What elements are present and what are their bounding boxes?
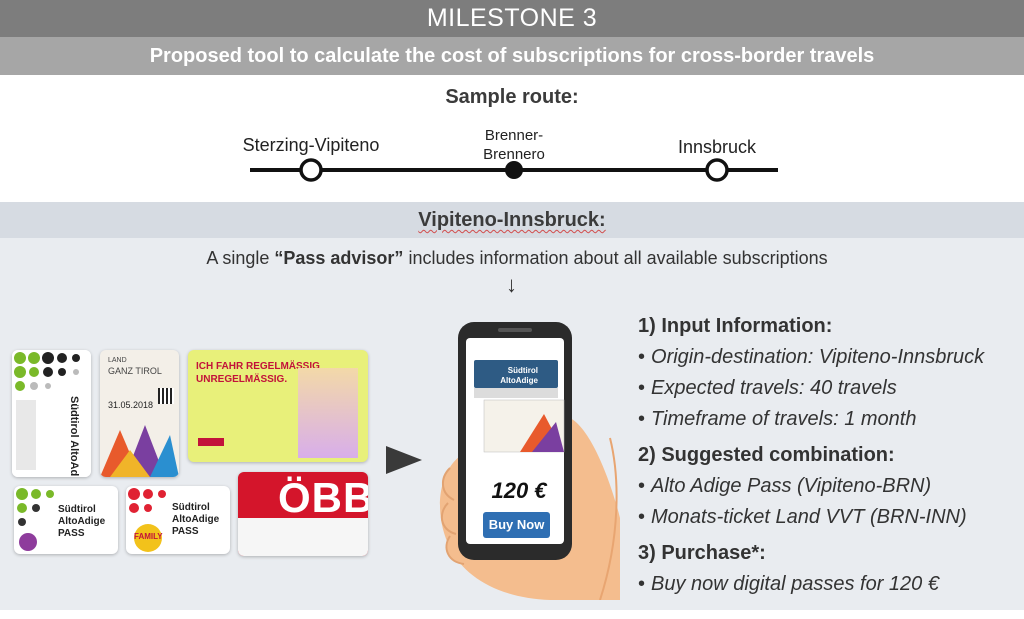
advisor-info-list: 1) Input Information: Origin-destination… xyxy=(638,310,1024,600)
card-brand-text: Südtirol AltoAdige PASS xyxy=(172,502,220,537)
station-sterzing: Sterzing-Vipiteno xyxy=(242,135,380,155)
pass-card-altoadige-family: FAMILY Südtirol AltoAdige PASS xyxy=(126,486,230,554)
card-line-ganz-tirol: GANZ TIROL xyxy=(108,366,162,376)
qr-code-icon xyxy=(158,388,174,404)
app-logo-banner xyxy=(474,360,558,388)
pass-card-altoadige-vertical: Südtirol AltoAdige PASS xyxy=(12,350,91,477)
card-line-land: LAND xyxy=(108,357,127,364)
info-item-monats-ticket: Monats-ticket Land VVT (BRN-INN) xyxy=(638,502,1024,533)
pass-card-obb: ÖBB xyxy=(238,472,368,556)
info-item-altoadige-pass: Alto Adige Pass (Vipiteno-BRN) xyxy=(638,471,1024,502)
station-marker-open xyxy=(705,158,729,182)
arrow-right-icon xyxy=(386,446,422,474)
pass-card-altoadige-abo: Südtirol AltoAdige PASS xyxy=(14,486,118,554)
card-headline-1: ICH FAHR REGELMÄSSIG xyxy=(196,361,320,372)
pass-card-vvt-promo: ICH FAHR REGELMÄSSIG UNREGELMÄSSIG. xyxy=(188,350,368,462)
info-heading-combination: 2) Suggested combination: xyxy=(638,444,895,466)
station-innsbruck: Innsbruck xyxy=(677,137,757,157)
card-headline-2: UNREGELMÄSSIG. xyxy=(196,374,288,385)
triangle-pattern-icon xyxy=(100,425,179,477)
info-heading-input: 1) Input Information: xyxy=(638,315,833,337)
section-title: Vipiteno-Innsbruck: xyxy=(0,202,1024,238)
milestone-title: MILESTONE 3 xyxy=(0,0,1024,37)
app-brand-text: Südtirol AltoAdige xyxy=(500,366,538,385)
traveler-photo xyxy=(298,368,358,458)
pass-advisor-term: “Pass advisor” xyxy=(274,248,404,268)
info-item-buy-now: Buy now digital passes for 120 € xyxy=(638,569,1024,600)
card-brand-text: Südtirol AltoAdige PASS xyxy=(68,396,80,477)
info-heading-purchase: 3) Purchase*: xyxy=(638,542,766,564)
dot-pattern-icon xyxy=(128,488,166,552)
route-label: Sample route: xyxy=(445,86,579,108)
phone-price: 120 € xyxy=(491,478,547,503)
down-arrow-icon: ↓ xyxy=(506,272,517,297)
vvt-logo xyxy=(198,438,224,446)
page-subtitle: Proposed tool to calculate the cost of s… xyxy=(0,37,1024,75)
station-marker-open xyxy=(299,158,323,182)
route-line-diagram xyxy=(250,158,778,182)
info-item-origin: Origin-destination: Vipiteno-Innsbruck xyxy=(638,342,1024,373)
card-detail-area xyxy=(238,518,368,556)
obb-logo: ÖBB xyxy=(278,474,368,521)
phone-speaker xyxy=(498,328,532,332)
info-item-travels: Expected travels: 40 travels xyxy=(638,373,1024,404)
bottom-strip xyxy=(0,610,1024,619)
station-marker-filled xyxy=(505,161,523,179)
station-brenner: Brenner- Brennero xyxy=(483,127,545,163)
info-item-timeframe: Timeframe of travels: 1 month xyxy=(638,404,1024,435)
dot-pattern-icon xyxy=(16,488,54,551)
buy-now-button[interactable]: Buy Now xyxy=(483,512,550,538)
intro-text: A single “Pass advisor” includes informa… xyxy=(206,248,828,268)
card-date: 31.05.2018 xyxy=(108,400,154,410)
dot-pattern-icon xyxy=(12,350,91,477)
phone-hand-illustration xyxy=(440,322,620,600)
family-badge: FAMILY xyxy=(134,532,163,541)
pass-card-land-tirol: LAND GANZ TIROL 31.05.2018 xyxy=(100,350,179,477)
card-brand-text: Südtirol AltoAdige PASS xyxy=(58,504,106,539)
